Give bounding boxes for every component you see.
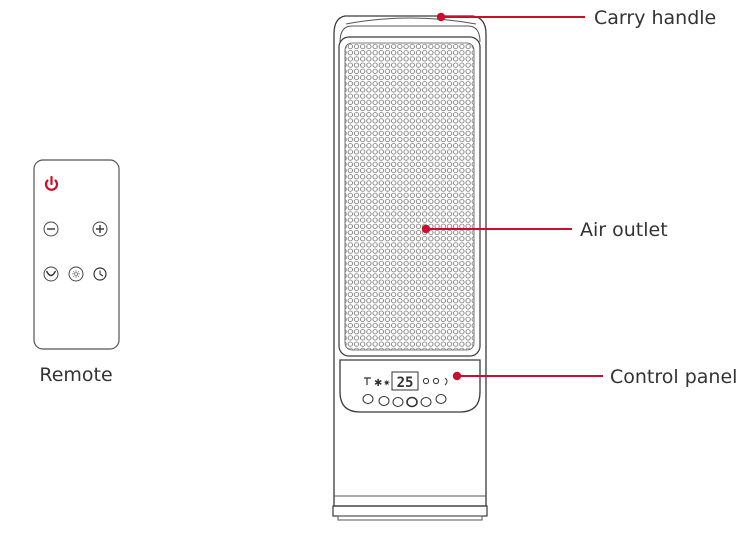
carry-handle-dot — [436, 12, 446, 22]
minus-button-ring — [43, 221, 59, 237]
power-icon — [44, 179, 59, 191]
oscillate-button-ring — [43, 266, 59, 282]
remote-timer-button[interactable] — [93, 267, 107, 281]
remote-oscillate-button[interactable] — [43, 266, 59, 282]
plus-button-ring — [92, 221, 108, 237]
remote-label: Remote — [39, 364, 112, 386]
panel-button-6[interactable] — [435, 394, 447, 404]
panel-button-1[interactable] — [362, 394, 374, 404]
panel-button-3[interactable] — [392, 397, 404, 407]
panel-power-button[interactable] — [406, 396, 418, 408]
remote-power-button[interactable] — [44, 175, 59, 191]
carry-handle-label: Carry handle — [594, 7, 716, 29]
clock-icon — [93, 267, 107, 281]
oscillate-icon — [45, 270, 57, 277]
mode-button-ring — [68, 266, 84, 282]
clock-hands — [99, 270, 104, 277]
remote-plus-button[interactable] — [92, 221, 108, 237]
heater-top-inner — [339, 25, 481, 43]
panel-left-icons: ✱ ✷ — [364, 377, 391, 389]
callouts — [421, 12, 603, 381]
moon-status-icon — [444, 377, 448, 386]
panel-right-icons — [422, 377, 448, 386]
control-panel-dot — [452, 371, 462, 381]
panel-button-2[interactable] — [378, 396, 390, 406]
air-outlet-dot — [421, 224, 431, 234]
control-display — [391, 371, 419, 391]
panel-button-5[interactable] — [420, 397, 432, 407]
air-outlet-grille — [344, 42, 475, 351]
control-panel-housing — [339, 359, 481, 413]
remote-mode-button[interactable]: ☼ — [68, 266, 84, 282]
panel-button-row — [362, 394, 447, 408]
remote-minus-button[interactable] — [43, 221, 59, 237]
heater-unit: 25 ✱ ✷ — [332, 15, 488, 521]
display-value: 25 — [397, 375, 414, 391]
air-outlet-frame — [338, 36, 481, 357]
sun-status-icon: ✷ — [383, 379, 391, 389]
remote-body — [33, 159, 120, 350]
remote-control: ☼ — [33, 159, 120, 350]
fan-status-icon — [364, 377, 371, 385]
sun-icon: ☼ — [71, 268, 81, 281]
air-outlet-label: Air outlet — [580, 219, 668, 241]
heater-foot — [337, 515, 483, 521]
oscillate-status-icon — [432, 377, 440, 385]
heater-base — [332, 505, 488, 517]
carry-handle-slot — [345, 17, 477, 25]
control-panel-label: Control panel — [610, 366, 737, 388]
timer-status-icon — [422, 377, 430, 385]
heat-status-icon: ✱ — [374, 378, 382, 389]
